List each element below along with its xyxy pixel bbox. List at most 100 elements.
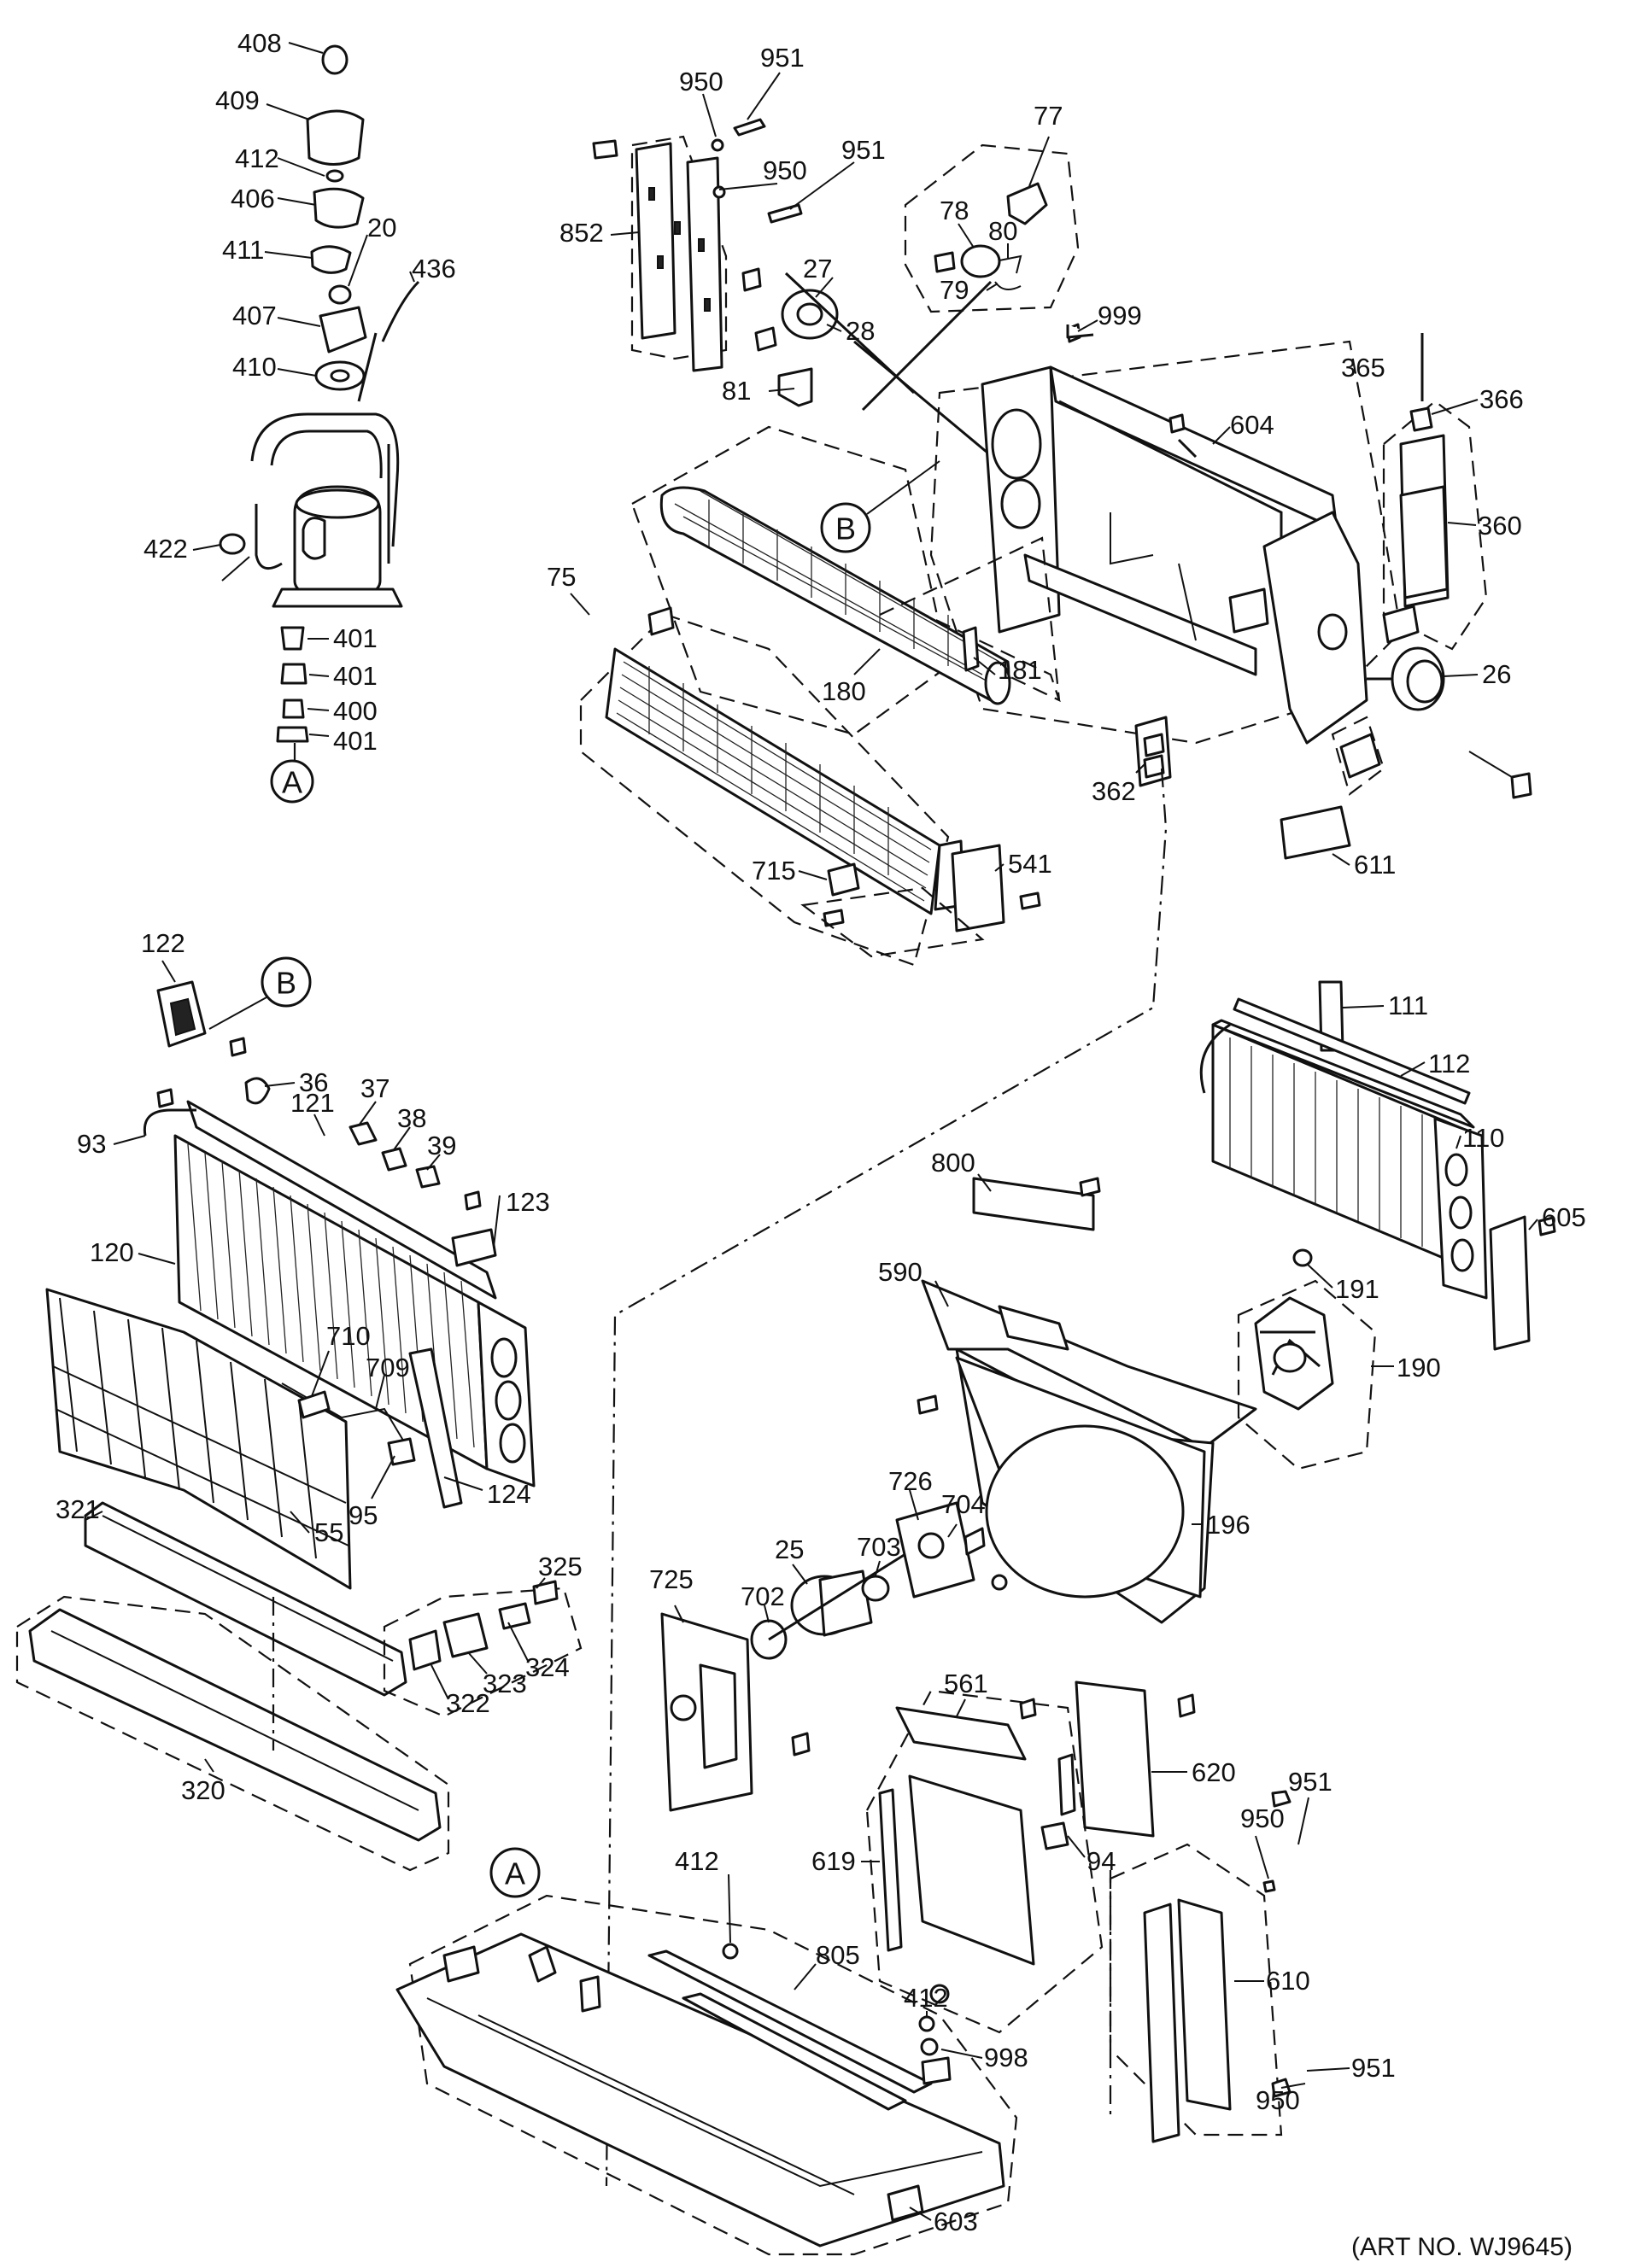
part-label: 360	[1478, 511, 1522, 541]
part-label: 26	[1482, 659, 1511, 689]
part-label: 998	[984, 2043, 1028, 2072]
callout-b-left: B	[208, 956, 312, 1030]
part-label: 79	[940, 275, 969, 305]
grommet-icon	[920, 2037, 939, 2056]
part-label: 590	[878, 1257, 922, 1287]
part-label: 725	[649, 1564, 694, 1594]
part-label: 409	[215, 85, 260, 115]
part-label: 20	[367, 213, 396, 243]
part-label: 561	[944, 1669, 988, 1698]
part-label: 702	[741, 1581, 785, 1611]
callout-text: A	[505, 1856, 525, 1891]
part-label: 77	[1034, 101, 1063, 131]
part-label: 715	[752, 856, 796, 886]
part-label: 951	[1351, 2053, 1396, 2083]
part-label: 605	[1542, 1202, 1586, 1232]
part-label: 407	[232, 301, 277, 330]
louver-122	[156, 980, 271, 1108]
part-label: 120	[90, 1237, 134, 1267]
part-label: 541	[1008, 849, 1052, 879]
part-label: 112	[1428, 1049, 1470, 1078]
blower-housing	[929, 323, 1403, 745]
part-label: 950	[763, 155, 807, 185]
part-label: 80	[988, 216, 1017, 246]
part-label: 951	[760, 43, 805, 73]
part-label: 122	[141, 928, 185, 958]
side-panel-610	[1109, 1790, 1292, 2143]
part-label: 408	[237, 28, 282, 58]
part-label: 121	[290, 1088, 335, 1118]
part-label: 28	[846, 316, 875, 346]
part-label: 323	[483, 1669, 527, 1698]
condenser-110	[1199, 980, 1556, 1351]
part-label: 410	[232, 352, 277, 382]
part-label: 78	[940, 196, 969, 225]
evaporator-75	[579, 606, 1041, 967]
part-label: 950	[1240, 1803, 1285, 1833]
part-label: 95	[348, 1500, 378, 1530]
callout-a-top: A	[270, 759, 314, 804]
part-label: 703	[857, 1532, 901, 1562]
part-label: 325	[538, 1552, 583, 1581]
callout-text: A	[282, 765, 302, 800]
part-label: 365	[1341, 353, 1385, 383]
part-label: 603	[934, 2207, 978, 2236]
part-label: 999	[1098, 301, 1142, 330]
part-label: 950	[1256, 2085, 1300, 2115]
part-label: 124	[487, 1479, 531, 1509]
part-label: 321	[56, 1494, 100, 1524]
part-label: 38	[397, 1103, 426, 1133]
callout-text: B	[835, 511, 856, 547]
part-label: 951	[841, 135, 886, 165]
callout-a-bottom: A	[489, 1847, 541, 1898]
part-label: 322	[446, 1688, 490, 1718]
part-label: 805	[816, 1940, 860, 1970]
part-label: 320	[181, 1775, 226, 1805]
part-label: 191	[1335, 1274, 1379, 1304]
part-label: 39	[427, 1131, 456, 1160]
shroud-590	[917, 1177, 1257, 1624]
part-label: 951	[1288, 1767, 1332, 1797]
sensor-710	[281, 1347, 463, 1509]
compressor-assembly	[219, 44, 420, 760]
part-label: 709	[366, 1353, 410, 1382]
part-label: 123	[506, 1187, 550, 1217]
part-label: 610	[1266, 1966, 1310, 1996]
part-label: 111	[1388, 991, 1428, 1020]
part-label: 75	[547, 562, 576, 592]
part-label: 710	[326, 1321, 371, 1351]
part-label: 726	[888, 1466, 933, 1496]
part-label: 422	[144, 534, 188, 564]
part-label: 36	[299, 1067, 328, 1097]
blower-wheel-180	[630, 425, 1061, 736]
part-label: 362	[1092, 776, 1136, 806]
callout-text: B	[276, 966, 296, 1001]
control-panel-assembly	[592, 118, 1009, 471]
part-labels: 408 409 412 406 411 20 436 407 410 422 4…	[56, 28, 1586, 2236]
base-pan-805	[395, 1894, 1018, 2256]
coil-120	[143, 1100, 536, 1488]
callout-b-top: B	[820, 460, 940, 553]
part-label: 852	[559, 218, 604, 248]
part-label: 110	[1462, 1123, 1504, 1153]
part-label: 704	[941, 1489, 986, 1519]
part-label: 324	[525, 1652, 570, 1682]
part-label: 55	[314, 1517, 343, 1547]
control-box-561	[865, 1681, 1196, 2034]
part-label: 81	[722, 376, 751, 406]
guide-line-a	[605, 768, 1168, 2187]
part-label: 412	[904, 1983, 948, 2013]
thermostat-assembly	[861, 143, 1080, 412]
part-label: 366	[1479, 384, 1524, 414]
part-label: 401	[333, 623, 378, 653]
part-label: 436	[412, 254, 456, 284]
part-label: 800	[931, 1148, 975, 1178]
part-label: 412	[235, 143, 279, 173]
motor-25	[660, 1501, 1008, 1812]
drain-pan-320	[15, 1501, 583, 1872]
part-label: 400	[333, 696, 378, 726]
bracket-360	[1382, 333, 1488, 651]
part-label: 181	[998, 655, 1042, 685]
part-label: 27	[803, 254, 832, 284]
